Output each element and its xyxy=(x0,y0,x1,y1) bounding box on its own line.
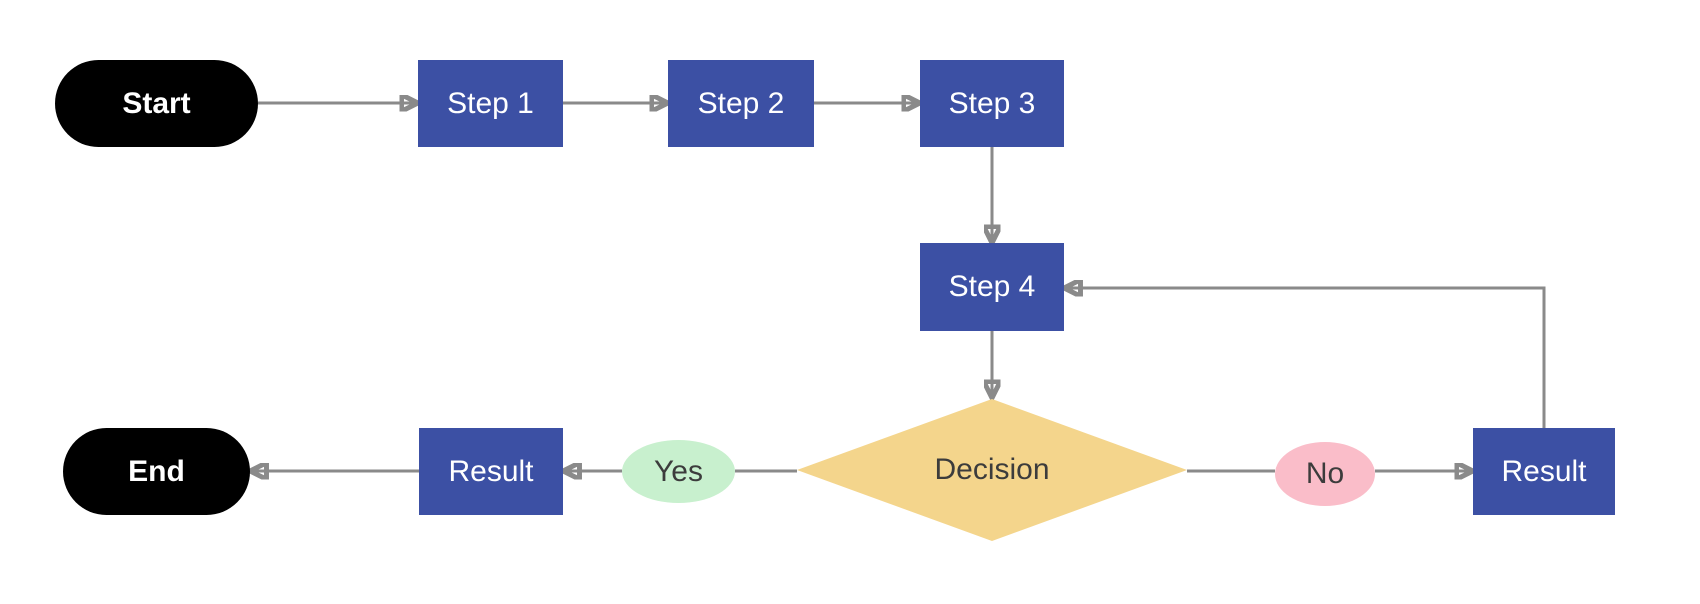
start-node: Start xyxy=(55,60,258,147)
step-3-node: Step 3 xyxy=(920,60,1064,147)
decision-diamond-node: Decision xyxy=(797,399,1187,541)
step-1-node: Step 1 xyxy=(418,60,563,147)
connector-resultno-step4-loop xyxy=(1064,288,1546,428)
no-ellipse-node: No xyxy=(1275,442,1375,506)
end-node: End xyxy=(63,428,250,515)
yes-ellipse-node: Yes xyxy=(622,440,735,503)
step-4-node: Step 4 xyxy=(920,243,1064,331)
result-no-node: Result xyxy=(1473,428,1615,515)
step-2-node: Step 2 xyxy=(668,60,814,147)
result-yes-node: Result xyxy=(419,428,563,515)
